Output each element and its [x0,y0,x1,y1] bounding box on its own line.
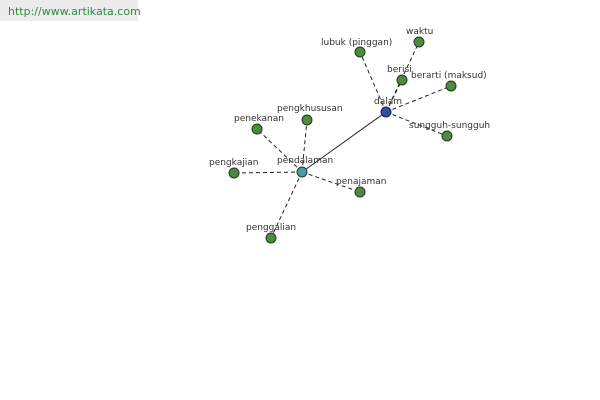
source-link[interactable]: http://www.artikata.com [8,5,141,18]
node-pengkajian[interactable] [228,167,240,179]
node-sungguh[interactable] [441,130,453,142]
node-waktu[interactable] [413,36,425,48]
edge-dalam-berisi [385,79,403,113]
label-berarti[interactable]: berarti (maksud) [411,71,487,81]
source-banner: http://www.artikata.com [0,0,141,21]
edge-pendalaman-penajaman [301,171,361,193]
label-waktu[interactable]: waktu [406,27,433,37]
label-penggalian[interactable]: penggalian [246,223,296,233]
node-pengkhususan[interactable] [301,114,313,126]
nodes [228,36,457,244]
node-lubuk[interactable] [354,46,366,58]
label-berisi[interactable]: berisi [387,65,412,75]
labels: pendalaman dalam pengkhususan penekanan … [209,27,490,233]
label-pengkhususan[interactable]: pengkhususan [277,104,343,114]
edge-pendalaman-penekanan [256,128,303,173]
node-dalam[interactable] [380,106,392,118]
edge-pendalaman-dalam [301,111,387,173]
node-pendalaman[interactable] [296,166,308,178]
node-penajaman[interactable] [354,186,366,198]
edge-pendalaman-pengkhususan [301,119,308,173]
node-berarti[interactable] [445,80,457,92]
label-pendalaman[interactable]: pendalaman [277,156,333,166]
edge-pendalaman-penggalian [270,171,303,239]
node-berisi[interactable] [396,74,408,86]
label-pengkajian[interactable]: pengkajian [209,158,258,168]
label-penekanan[interactable]: penekanan [234,114,284,124]
label-penajaman[interactable]: penajaman [336,177,386,187]
node-penekanan[interactable] [251,123,263,135]
edge-pendalaman-pengkajian [233,171,303,174]
label-lubuk[interactable]: lubuk (pinggan) [321,38,392,48]
edge-dalam-lubuk [359,51,387,113]
edge-dalam-berarti [385,85,452,113]
node-penggalian[interactable] [265,232,277,244]
label-sungguh[interactable]: sungguh-sungguh [409,121,490,131]
edges [233,41,452,239]
label-dalam[interactable]: dalam [374,97,402,107]
edge-dalam-sungguh [385,111,448,137]
